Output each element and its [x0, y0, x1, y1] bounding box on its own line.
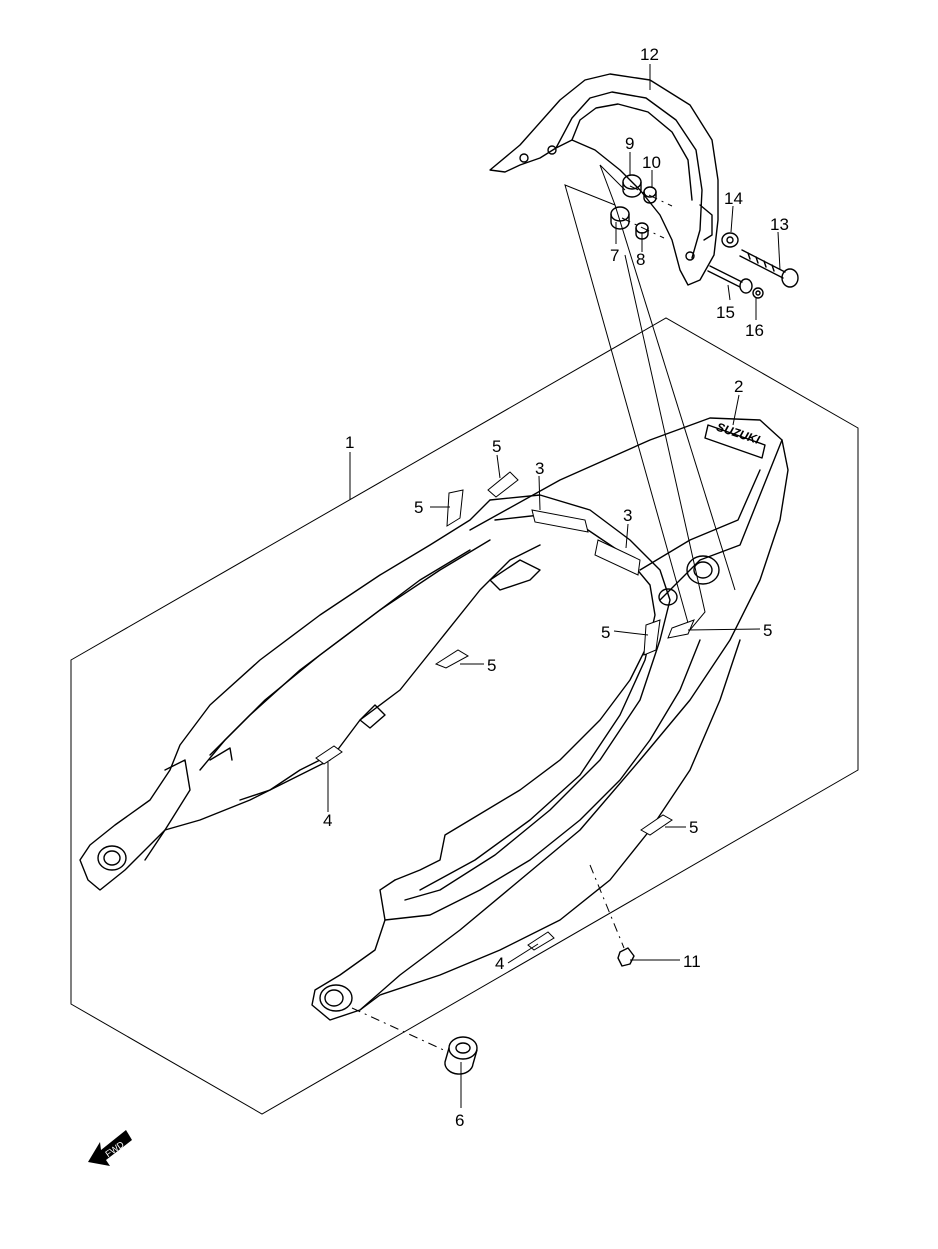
- assembly-boundary: [70, 317, 859, 1115]
- leader-lines: [327, 64, 781, 1108]
- grommet-6: [444, 1036, 478, 1075]
- decal-5-center: [434, 649, 470, 669]
- alignment-line-spacers: [629, 185, 673, 207]
- callout-4-left: 4: [323, 811, 332, 830]
- decal-5-rear: [667, 619, 695, 639]
- fwd-arrow: FWD: [88, 1130, 132, 1166]
- callout-5-center: 5: [487, 656, 496, 675]
- cushion-7: [610, 206, 630, 230]
- callout-14: 14: [724, 189, 743, 208]
- alignment-line-clip: [589, 864, 625, 949]
- callout-4-right: 4: [495, 954, 504, 973]
- washer-14: [721, 232, 739, 248]
- decal-5-top: [487, 471, 519, 498]
- cushion-9: [622, 174, 642, 198]
- callout-9: 9: [625, 134, 634, 153]
- bolt-13: [739, 249, 799, 288]
- callout-5-inner: 5: [601, 623, 610, 642]
- callout-12: 12: [640, 45, 659, 64]
- callout-5-left: 5: [414, 498, 423, 517]
- decal-5-inner: [643, 619, 661, 656]
- decal-5-left-strip: [446, 489, 464, 527]
- callout-15: 15: [716, 303, 735, 322]
- decal-3-left: [531, 509, 589, 533]
- callout-11: 11: [683, 952, 701, 971]
- callout-2: 2: [734, 377, 743, 396]
- clip-11: [617, 947, 635, 967]
- decal-5-side: [640, 814, 673, 836]
- decal-4-left: [315, 745, 343, 765]
- callout-13: 13: [770, 215, 789, 234]
- callout-8: 8: [636, 250, 645, 269]
- callout-1: 1: [345, 433, 354, 452]
- callout-labels: 12 9 10 7 8 14 13 15 16 1 2 5 5 3 3 5 5 …: [323, 45, 789, 1130]
- callout-3-right: 3: [623, 506, 632, 525]
- callout-5-side: 5: [689, 818, 698, 837]
- callout-16: 16: [745, 321, 764, 340]
- callout-5-top: 5: [492, 437, 501, 456]
- nut-16: [752, 287, 764, 299]
- callout-7: 7: [610, 246, 619, 265]
- grab-rail: [489, 73, 719, 286]
- emblem-2: SUZUKI: [704, 420, 766, 459]
- decal-3-right: [594, 539, 641, 576]
- callout-5-rear: 5: [763, 621, 772, 640]
- guide-lines: [564, 164, 706, 632]
- callout-10: 10: [642, 153, 661, 172]
- alignment-line-grommet: [351, 1007, 449, 1053]
- decals: [315, 471, 695, 951]
- callout-6: 6: [455, 1111, 464, 1130]
- callout-3-left: 3: [535, 459, 544, 478]
- emblem-text: SUZUKI: [715, 420, 762, 447]
- seat-tail-cowl: [79, 417, 789, 1021]
- bolt-15: [707, 265, 753, 294]
